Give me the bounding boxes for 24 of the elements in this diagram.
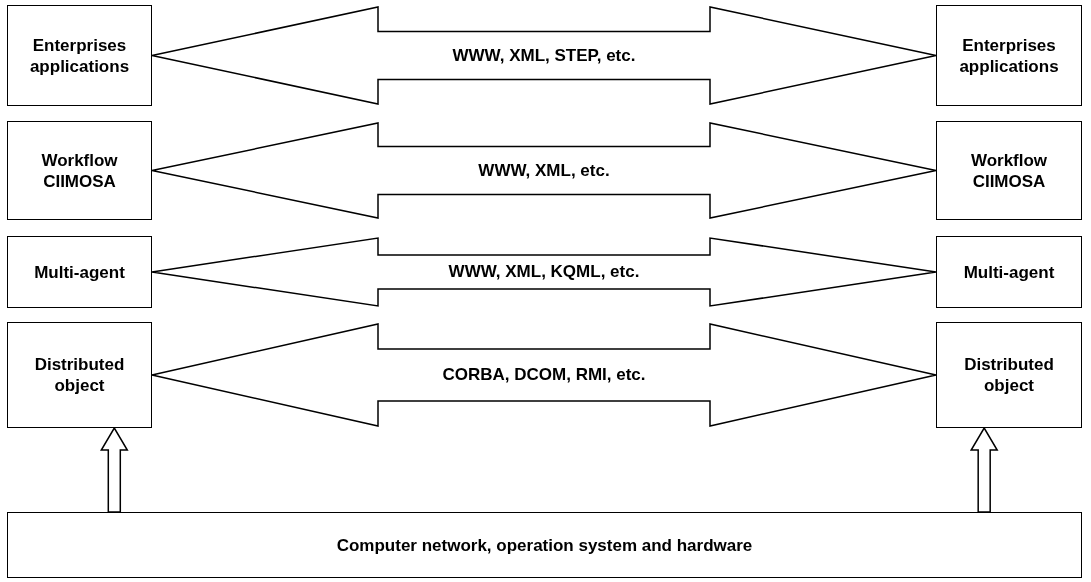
text-box bbox=[7, 322, 152, 428]
block-arrow bbox=[151, 6, 937, 105]
box-label: Computer network, operation system and hardware bbox=[336, 534, 753, 556]
block-arrow bbox=[151, 237, 937, 307]
box-label: Multi-agent bbox=[34, 261, 125, 283]
block-arrow bbox=[100, 426, 129, 513]
block-arrow bbox=[151, 323, 937, 427]
text-box bbox=[7, 236, 152, 308]
text-box bbox=[7, 512, 1082, 578]
box-label: Workflow CIIMOSA bbox=[969, 149, 1049, 192]
block-arrow bbox=[969, 426, 999, 513]
box-label: Workflow CIIMOSA bbox=[40, 149, 119, 192]
box-label: Distributed object bbox=[33, 354, 126, 396]
text-box bbox=[936, 322, 1082, 428]
block-arrow bbox=[151, 122, 937, 219]
text-box bbox=[936, 121, 1082, 220]
box-label: Multi-agent bbox=[963, 261, 1055, 283]
box-label: Distributed object bbox=[963, 354, 1055, 396]
box-label: Enterprises applications bbox=[28, 34, 131, 77]
text-box bbox=[936, 236, 1082, 308]
text-box bbox=[936, 5, 1082, 106]
text-box bbox=[7, 121, 152, 220]
text-box bbox=[7, 5, 152, 106]
box-label: Enterprises applications bbox=[958, 34, 1060, 77]
